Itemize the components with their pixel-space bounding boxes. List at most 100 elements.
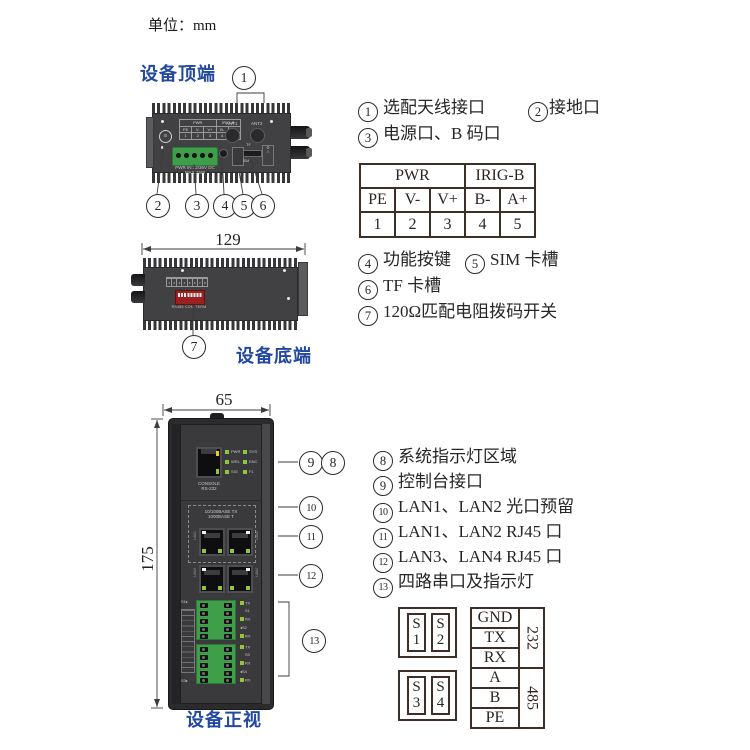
lan2-label: LAN2 xyxy=(255,531,259,540)
device-body xyxy=(143,267,298,321)
annotation-1-text: 选配天线接口 xyxy=(383,98,485,117)
serial-pinout-strip xyxy=(181,609,195,673)
unit-label: 单位：mm xyxy=(148,18,217,34)
serial-signal-table: GND 232 TX RX A 485 B PE xyxy=(470,607,545,729)
ground-symbol-icon: ≡ xyxy=(159,130,172,143)
panel-seam xyxy=(181,500,261,501)
screw xyxy=(283,269,286,272)
s1-marker: S1▸ xyxy=(181,599,188,604)
right-rail xyxy=(262,424,270,704)
screw xyxy=(181,269,184,272)
left-rail xyxy=(172,424,180,704)
coax-connector-2 xyxy=(291,146,310,159)
front-view-device: CONSOLE RS-232 PWR SYS WRL ENC SIG F1 10… xyxy=(168,413,274,710)
screw xyxy=(161,146,164,149)
heatsink-fins-top xyxy=(152,103,291,114)
sim-label: SIM xyxy=(243,159,250,163)
callout-13: 13 xyxy=(302,629,326,653)
function-button xyxy=(219,149,228,158)
lan3-port xyxy=(199,565,225,593)
din-plate xyxy=(146,117,154,168)
annotation-2-num: 2 xyxy=(528,102,548,123)
irigb-group-header: IRIG-B xyxy=(464,163,536,189)
lan1-label: LAN1 xyxy=(193,531,197,540)
lan1-port xyxy=(199,528,225,556)
callout-2: 2 xyxy=(146,194,170,218)
screw xyxy=(161,120,164,123)
coax-tip-1 xyxy=(306,128,312,137)
annotation-1: 1 选配天线接口 xyxy=(358,93,485,123)
heatsink-fins-top xyxy=(143,258,298,268)
rs232-label: 232 xyxy=(518,607,545,669)
serial-block-1 xyxy=(196,600,236,640)
callout-11: 11 xyxy=(299,525,323,549)
fiber-reserved-box xyxy=(188,505,256,563)
dim-65: 65 xyxy=(215,390,233,409)
dip-switch xyxy=(175,290,205,305)
annotation-1-num: 1 xyxy=(358,102,378,123)
callout-12: 12 xyxy=(299,564,323,588)
mini-pwr: PWR xyxy=(179,119,217,127)
annotation-2-text: 接地口 xyxy=(549,98,600,117)
coax-connector-1 xyxy=(131,274,145,286)
ant2-label: ANT2 xyxy=(251,121,263,126)
heatsink-fins-bottom xyxy=(143,320,298,330)
annotation-3-num: 3 xyxy=(358,128,378,149)
dim-175: 175 xyxy=(138,546,157,572)
din-plate xyxy=(298,262,308,316)
callout-10: 10 xyxy=(299,496,323,520)
bottom-view-label: 设备底端 xyxy=(236,346,312,366)
power-terminal xyxy=(172,147,218,166)
lan2-port xyxy=(227,528,253,556)
rs485-label: 485 xyxy=(518,667,545,729)
tf-slot xyxy=(243,150,262,157)
callout-3: 3 xyxy=(185,194,209,218)
ant1-connector xyxy=(225,128,240,143)
console-port xyxy=(196,447,222,478)
serial-leds-2: TX S3 RX ◂S4 RX xyxy=(240,644,251,683)
dip-caption: RS485 COM TERM xyxy=(171,305,207,309)
coax-connector-1 xyxy=(291,126,310,139)
callout-8: 8 xyxy=(321,451,345,475)
ethernet-speed-text: 10/100BASE TX 1000BASE T xyxy=(204,509,238,520)
s3-marker: S3▸ xyxy=(181,678,188,683)
screw xyxy=(270,120,273,123)
coax-tip-2 xyxy=(306,148,312,157)
annotation-3: 3 电源口、B 码口 xyxy=(358,119,501,149)
serial-leds-1: TX S1 RX ◂S2 RX xyxy=(240,600,251,639)
serial-block-2 xyxy=(196,644,236,684)
callout-1: 1 xyxy=(232,66,256,90)
heatsink-fins-bottom xyxy=(152,172,291,183)
status-led-area: PWR SYS WRL ENC SIG F1 xyxy=(225,449,259,479)
coax-connector-2 xyxy=(131,291,145,303)
power-rating-text: PWR IN:12/36V DC MAX:15W xyxy=(175,165,215,176)
console-label: CONSOLE RS-232 xyxy=(197,481,220,492)
lan4-label: LAN4 xyxy=(255,568,259,577)
ant2-connector xyxy=(250,128,265,143)
annotation-3-text: 电源口、B 码口 xyxy=(383,124,501,143)
top-connector-bump xyxy=(210,413,224,420)
lan4-port xyxy=(227,565,253,593)
pwr-irigb-table: PWR IRIG-B PE V- V+ B- A+ 1 2 3 4 5 xyxy=(359,163,536,238)
tf-label: TF xyxy=(246,142,251,147)
front-view-label: 设备正视 xyxy=(186,710,262,730)
dim-129: 129 xyxy=(215,230,241,249)
